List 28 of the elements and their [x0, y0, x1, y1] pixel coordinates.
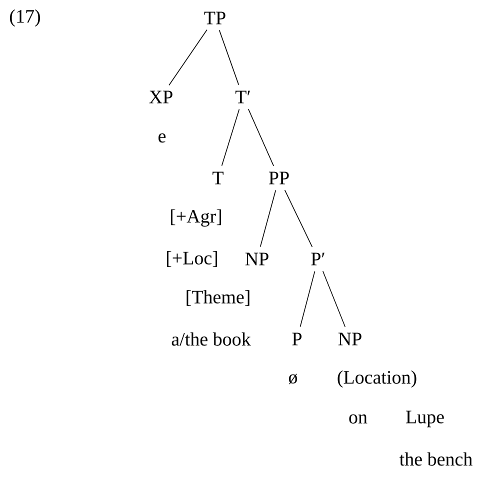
category-label: T — [212, 172, 224, 184]
branch-line — [284, 190, 313, 248]
word-label: e — [158, 133, 166, 143]
word-label: [+Agr] — [170, 209, 222, 227]
branch-line — [260, 190, 276, 248]
word-label: on — [349, 414, 368, 424]
word-label: [Theme] — [186, 290, 250, 306]
category-label: NP — [338, 332, 362, 346]
word-label: Lupe — [406, 410, 444, 428]
branch-line — [221, 108, 240, 166]
branch-line — [168, 29, 208, 86]
branch-line — [218, 30, 240, 86]
category-label: T′ — [235, 90, 250, 104]
word-label: ø — [288, 374, 298, 384]
branch-line — [322, 270, 346, 328]
word-label: a/the book — [172, 332, 251, 346]
word-label: [+Loc] — [166, 251, 218, 267]
category-label: NP — [245, 252, 268, 266]
branch-line — [248, 108, 274, 166]
category-label: XP — [149, 90, 172, 104]
category-label: TP — [204, 12, 226, 24]
category-label: P — [292, 332, 302, 346]
branch-line — [300, 270, 316, 328]
word-label: (Location) — [338, 370, 416, 388]
category-label: P′ — [311, 252, 324, 266]
word-label: the bench — [400, 452, 472, 466]
example-number: (17) — [10, 9, 40, 27]
category-label: PP — [268, 172, 289, 184]
